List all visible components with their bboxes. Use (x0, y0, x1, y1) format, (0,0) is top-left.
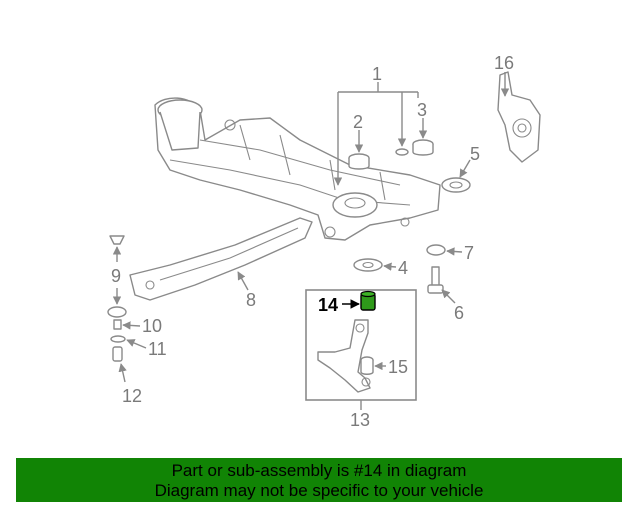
callout-15: 15 (388, 357, 408, 377)
callout-4: 4 (398, 258, 408, 278)
callout-14: 14 (318, 295, 338, 315)
bushing-part-14-highlighted[interactable] (360, 290, 376, 311)
mount-part-2 (348, 153, 370, 170)
callout-5: 5 (470, 144, 480, 164)
callout-9: 9 (111, 266, 121, 286)
callout-2: 2 (353, 112, 363, 132)
callout-7: 7 (464, 243, 474, 263)
leader-lines (112, 72, 510, 410)
info-banner: Part or sub-assembly is #14 in diagram D… (16, 458, 622, 502)
callout-3: 3 (417, 100, 427, 120)
callout-13: 13 (350, 410, 370, 430)
callout-6: 6 (454, 303, 464, 323)
bushing-part-15 (360, 356, 374, 375)
washer-part-4 (353, 258, 383, 272)
callout-12: 12 (122, 386, 142, 406)
subframe-drawing (154, 97, 441, 241)
callout-labels: 1 2 3 4 5 6 7 8 9 10 11 12 13 14 15 16 (111, 53, 514, 430)
washer-part-5 (441, 177, 471, 193)
brace-part-8 (129, 217, 313, 301)
banner-line-2: Diagram may not be specific to your vehi… (154, 481, 484, 500)
bolt-part-6 (427, 266, 444, 294)
mount-part-3 (395, 139, 434, 156)
callout-8: 8 (246, 290, 256, 310)
callout-11: 11 (148, 339, 167, 359)
callout-1: 1 (372, 64, 382, 84)
ring-part-7 (426, 244, 446, 256)
stack-parts-9-12 (107, 235, 127, 362)
callout-10: 10 (142, 316, 162, 336)
callout-16: 16 (494, 53, 514, 73)
parts-diagram: 1 2 3 4 5 6 7 8 9 10 11 12 13 14 15 16 (107, 53, 541, 430)
banner-line-1: Part or sub-assembly is #14 in diagram (171, 461, 467, 480)
